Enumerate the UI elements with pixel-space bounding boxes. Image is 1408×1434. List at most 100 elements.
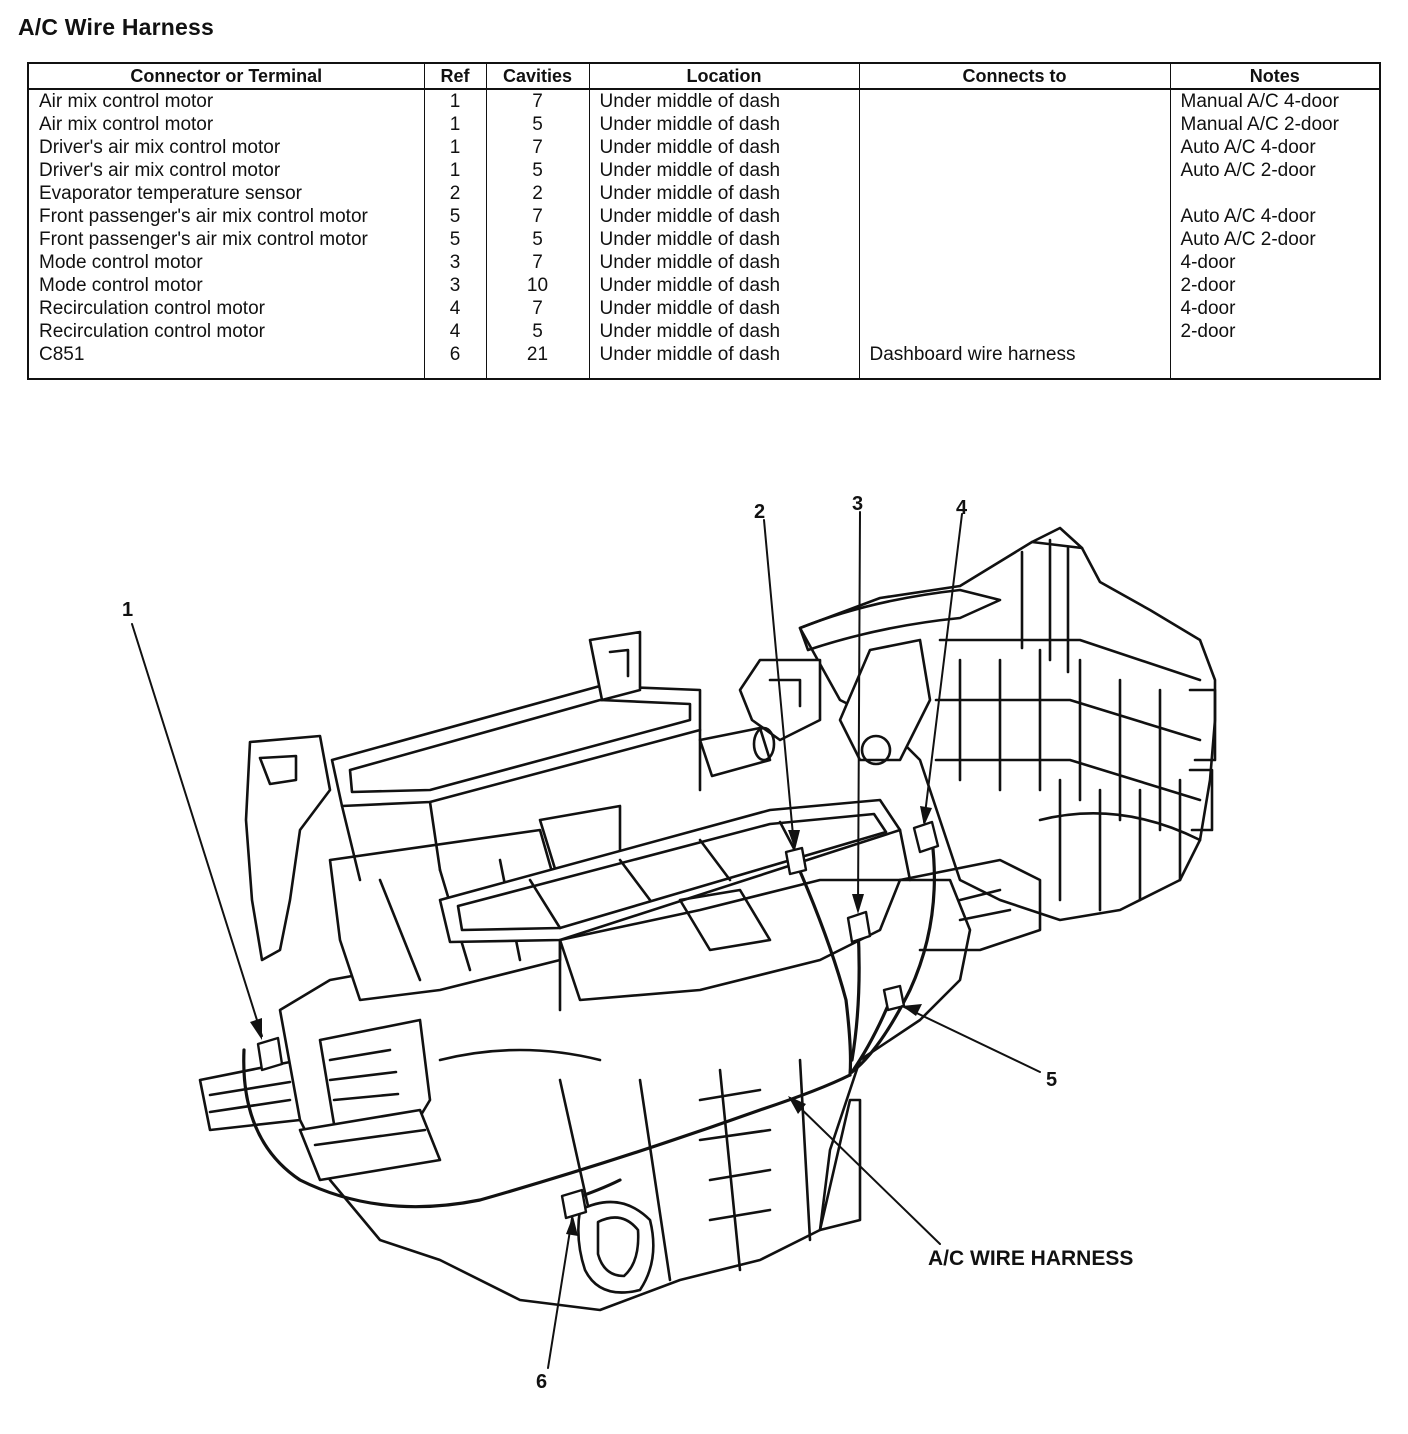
callout-5: 5: [1046, 1069, 1057, 1091]
cell-connects-to: [858, 251, 1170, 274]
cell-notes: 2-door: [1169, 320, 1380, 343]
cell-ref: 4: [423, 320, 486, 343]
cell-connects-to: [858, 297, 1170, 320]
connecting-pipe: [698, 726, 1042, 952]
cell-cavities: 5: [485, 113, 589, 136]
callout-1: 1: [122, 599, 133, 621]
cell-location: Under middle of dash: [588, 274, 859, 297]
cell-connects-to: [858, 320, 1170, 343]
cell-ref: 6: [423, 343, 486, 379]
cell-ref: 5: [423, 205, 486, 228]
cell-location: Under middle of dash: [588, 136, 859, 159]
cell-notes: Auto A/C 2-door: [1169, 159, 1380, 182]
cell-location: Under middle of dash: [588, 320, 859, 343]
cell-connects-to: [858, 274, 1170, 297]
cell-notes: Auto A/C 4-door: [1169, 205, 1380, 228]
cell-connects-to: Dashboard wire harness: [858, 343, 1170, 379]
connectors: [256, 820, 940, 1220]
cell-location: Under middle of dash: [588, 343, 859, 379]
cell-location: Under middle of dash: [588, 89, 859, 113]
cell-connector: Driver's air mix control motor: [39, 160, 281, 181]
cell-notes: 4-door: [1169, 251, 1380, 274]
left-bracket: [198, 734, 332, 1132]
cell-ref: 1: [423, 89, 486, 113]
callout-2: 2: [754, 501, 765, 523]
cell-connects-to: [858, 182, 1170, 205]
callout-3: 3: [852, 493, 863, 515]
cell-cavities: 7: [485, 251, 589, 274]
cell-cavities: 5: [485, 320, 589, 343]
header-connector: Connector or Terminal: [28, 63, 424, 90]
leader-lines: [131, 511, 1041, 1369]
cell-notes: [1169, 343, 1380, 379]
cell-cavities: 5: [485, 159, 589, 182]
cell-ref: 1: [423, 113, 486, 136]
cell-notes: Auto A/C 4-door: [1169, 136, 1380, 159]
header-location: Location: [588, 63, 859, 90]
hvac-unit-diagram: 1 2 3 4 5 6 A/C WIRE HARNESS: [122, 493, 1217, 1393]
connector-5: [882, 984, 906, 1012]
harness-label: A/C WIRE HARNESS: [928, 1247, 1133, 1270]
blower-housing: [738, 526, 1217, 922]
cell-connector: Driver's air mix control motor: [39, 137, 281, 158]
cell-connector: Mode control motor: [39, 252, 203, 273]
cell-connector: C851: [39, 344, 85, 365]
callout-4: 4: [956, 497, 968, 519]
cell-location: Under middle of dash: [588, 159, 859, 182]
header-connects-to: Connects to: [858, 63, 1170, 90]
cell-connector: Recirculation control motor: [39, 321, 265, 342]
cell-ref: 4: [423, 297, 486, 320]
cell-cavities: 5: [485, 228, 589, 251]
cell-connects-to: [858, 113, 1170, 136]
cell-location: Under middle of dash: [588, 113, 859, 136]
cell-connects-to: [858, 89, 1170, 113]
connector-4: [912, 820, 940, 854]
table-row: Front passenger's air mix control motor 5…: [28, 228, 1380, 251]
cell-connector: Front passenger's air mix control motor: [39, 206, 368, 227]
cell-location: Under middle of dash: [588, 182, 859, 205]
cell-connector: Air mix control motor: [39, 114, 214, 135]
cell-ref: 1: [423, 136, 486, 159]
arrowheads: [250, 806, 932, 1236]
cell-location: Under middle of dash: [588, 297, 859, 320]
cell-ref: 5: [423, 228, 486, 251]
cell-notes: Manual A/C 2-door: [1169, 113, 1380, 136]
cell-ref: 1: [423, 159, 486, 182]
cell-connects-to: [858, 205, 1170, 228]
cell-connector: Recirculation control motor: [39, 298, 265, 319]
cell-cavities: 10: [485, 274, 589, 297]
table-row: Front passenger's air mix control motor 5…: [28, 205, 1380, 228]
connector-2: [784, 846, 808, 876]
cell-connector: Mode control motor: [39, 275, 203, 296]
cell-cavities: 7: [485, 297, 589, 320]
cell-location: Under middle of dash: [588, 251, 859, 274]
cell-connector: Front passenger's air mix control motor: [39, 229, 368, 250]
connector-1: [256, 1036, 284, 1072]
cell-cavities: 7: [485, 136, 589, 159]
cell-connects-to: [858, 159, 1170, 182]
callout-6: 6: [536, 1371, 547, 1393]
cell-cavities: 2: [485, 182, 589, 205]
page-title: A/C Wire Harness: [18, 14, 215, 40]
wire-harness: [242, 838, 936, 1209]
cell-ref: 3: [423, 251, 486, 274]
cell-ref: 3: [423, 274, 486, 297]
cell-notes: 2-door: [1169, 274, 1380, 297]
cell-connects-to: [858, 136, 1170, 159]
cell-ref: 2: [423, 182, 486, 205]
cell-notes: [1169, 182, 1380, 205]
cell-location: Under middle of dash: [588, 205, 859, 228]
connector-6: [560, 1188, 588, 1220]
cell-notes: Auto A/C 2-door: [1169, 228, 1380, 251]
table-header-row: Connector or Terminal Ref Cavities Locat…: [28, 63, 1380, 90]
cell-connector: Air mix control motor: [39, 91, 214, 112]
header-notes: Notes: [1169, 63, 1380, 90]
